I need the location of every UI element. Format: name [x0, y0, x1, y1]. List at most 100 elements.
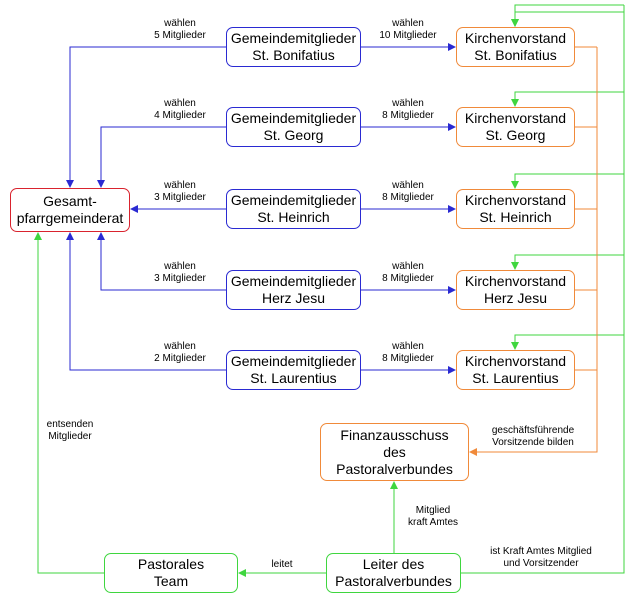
label-line-1: ist Kraft Amtes Mitglied: [490, 546, 592, 557]
members-node-laurentius: Gemeindemitglieder St. Laurentius: [226, 350, 361, 390]
label-line-2: 5 Mitglieder: [154, 30, 206, 41]
council-node: Gesamt- pfarrgemeinderat: [10, 188, 130, 232]
edge-label-kraft-amtes: Mitglied kraft Amtes: [398, 505, 468, 529]
label-line-1: wählen: [164, 18, 196, 29]
node-line-2: St. Laurentius: [472, 370, 559, 386]
label-line-2: 10 Mitglieder: [379, 30, 437, 41]
label-line-1: geschäftsführende: [491, 425, 575, 436]
edge-label-entsenden: entsenden Mitglieder: [30, 419, 110, 443]
members-node-georg: Gemeindemitglieder St. Georg: [226, 107, 361, 147]
label-line-2: 2 Mitglieder: [154, 353, 206, 364]
board-node-bonifatius: Kirchenvorstand St. Bonifatius: [456, 27, 575, 67]
label-line-2: 4 Mitglieder: [154, 110, 206, 121]
members-node-heinrich: Gemeindemitglieder St. Heinrich: [226, 189, 361, 229]
label-line-1: wählen: [392, 261, 424, 272]
edge-label-right-laurentius: wählen 8 Mitglieder: [368, 341, 448, 365]
label-line-2: 8 Mitglieder: [382, 273, 434, 284]
edge-label-vorsitzender: ist Kraft Amtes Mitglied und Vorsitzende…: [470, 546, 612, 570]
node-line-2: St. Heinrich: [479, 209, 552, 225]
node-line-1: Gesamt-: [43, 193, 97, 209]
edge-label-left-herz-jesu: wählen 3 Mitglieder: [140, 261, 220, 285]
arrow-members-to-council-herz-jesu: [97, 232, 226, 291]
leader-node: Leiter des Pastoralverbundes: [326, 553, 461, 593]
label-line-1: wählen: [164, 341, 196, 352]
node-line-1: Leiter des: [362, 556, 425, 572]
label-line-1: wählen: [392, 180, 424, 191]
board-node-heinrich: Kirchenvorstand St. Heinrich: [456, 189, 575, 229]
members-node-herz-jesu: Gemeindemitglieder Herz Jesu: [226, 270, 361, 310]
label-line-1: Mitglied: [415, 505, 451, 516]
edge-label-left-heinrich: wählen 3 Mitglieder: [140, 180, 220, 204]
label-line-1: wählen: [392, 98, 424, 109]
node-line-1: Kirchenvorstand: [464, 30, 567, 46]
arrow-team-to-council: [34, 232, 104, 574]
arrow-leader-to-board-top: [511, 4, 624, 27]
label-line-1: wählen: [392, 18, 424, 29]
label-line-2: 8 Mitglieder: [382, 110, 434, 121]
node-line-2: des: [383, 443, 406, 460]
label-line-2: 8 Mitglieder: [382, 192, 434, 203]
node-line-3: Pastoralverbundes: [336, 460, 453, 477]
board-node-georg: Kirchenvorstand St. Georg: [456, 107, 575, 147]
node-line-2: St. Laurentius: [250, 370, 337, 386]
label-line-2: und Vorsitzender: [503, 558, 579, 569]
arrow-leader-to-board-heinrich: [511, 173, 624, 189]
arrow-members-to-council-georg: [97, 126, 226, 188]
line-leader-trunk: [461, 5, 625, 574]
edge-label-left-laurentius: wählen 2 Mitglieder: [140, 341, 220, 365]
node-line-1: Finanzausschuss: [340, 426, 449, 443]
edge-label-geschaeftsfuehrende: geschäftsführende Vorsitzende bilden: [478, 425, 588, 449]
node-line-1: Kirchenvorstand: [464, 273, 567, 289]
node-line-2: St. Heinrich: [257, 209, 330, 225]
node-line-1: Kirchenvorstand: [464, 353, 567, 369]
label-line-1: wählen: [164, 180, 196, 191]
node-line-2: Herz Jesu: [483, 290, 548, 306]
arrow-members-to-council-laurentius: [66, 232, 226, 371]
edge-label-left-bonifatius: wählen 5 Mitglieder: [140, 18, 220, 42]
node-line-2: St. Georg: [263, 127, 324, 143]
label-line-2: 8 Mitglieder: [382, 353, 434, 364]
node-line-1: Kirchenvorstand: [464, 192, 567, 208]
node-line-1: Gemeindemitglieder: [230, 353, 357, 369]
members-node-bonifatius: Gemeindemitglieder St. Bonifatius: [226, 27, 361, 67]
node-line-1: Pastorales: [137, 556, 205, 572]
edge-label-right-georg: wählen 8 Mitglieder: [368, 98, 448, 122]
edge-label-right-heinrich: wählen 8 Mitglieder: [368, 180, 448, 204]
node-line-1: Gemeindemitglieder: [230, 110, 357, 126]
label-line-1: wählen: [164, 98, 196, 109]
node-line-2: Team: [153, 573, 189, 589]
node-line-2: pfarrgemeinderat: [16, 210, 124, 226]
arrow-members-to-council-bonifatius: [66, 46, 226, 188]
label-line-1: wählen: [392, 341, 424, 352]
arrow-leader-to-board-georg: [511, 91, 624, 107]
node-line-1: Gemeindemitglieder: [230, 30, 357, 46]
label-line-1: entsenden: [46, 419, 94, 430]
label-line-2: Vorsitzende bilden: [492, 437, 574, 448]
node-line-2: St. Bonifatius: [474, 47, 557, 63]
label-line-1: wählen: [164, 261, 196, 272]
board-node-herz-jesu: Kirchenvorstand Herz Jesu: [456, 270, 575, 310]
arrow-leader-to-board-bonifatius: [511, 11, 624, 27]
board-node-laurentius: Kirchenvorstand St. Laurentius: [456, 350, 575, 390]
label-line-2: Mitglieder: [48, 431, 92, 442]
node-line-2: St. Bonifatius: [252, 47, 335, 63]
label-line-1: leitet: [271, 559, 293, 570]
node-line-1: Gemeindemitglieder: [230, 273, 357, 289]
edge-label-right-herz-jesu: wählen 8 Mitglieder: [368, 261, 448, 285]
edge-label-leitet: leitet: [262, 559, 302, 571]
edge-label-left-georg: wählen 4 Mitglieder: [140, 98, 220, 122]
label-line-2: 3 Mitglieder: [154, 273, 206, 284]
node-line-2: Herz Jesu: [261, 290, 326, 306]
node-line-1: Kirchenvorstand: [464, 110, 567, 126]
finance-committee-node: Finanzausschuss des Pastoralverbundes: [320, 423, 469, 481]
edge-label-right-bonifatius: wählen 10 Mitglieder: [368, 18, 448, 42]
arrow-leader-to-board-herz-jesu: [511, 254, 624, 270]
arrow-leader-to-board-laurentius: [511, 334, 624, 350]
node-line-2: Pastoralverbundes: [335, 573, 452, 589]
pastoral-team-node: Pastorales Team: [104, 553, 238, 593]
label-line-2: 3 Mitglieder: [154, 192, 206, 203]
node-line-1: Gemeindemitglieder: [230, 192, 357, 208]
label-line-2: kraft Amtes: [407, 517, 458, 528]
node-line-2: St. Georg: [485, 127, 546, 143]
